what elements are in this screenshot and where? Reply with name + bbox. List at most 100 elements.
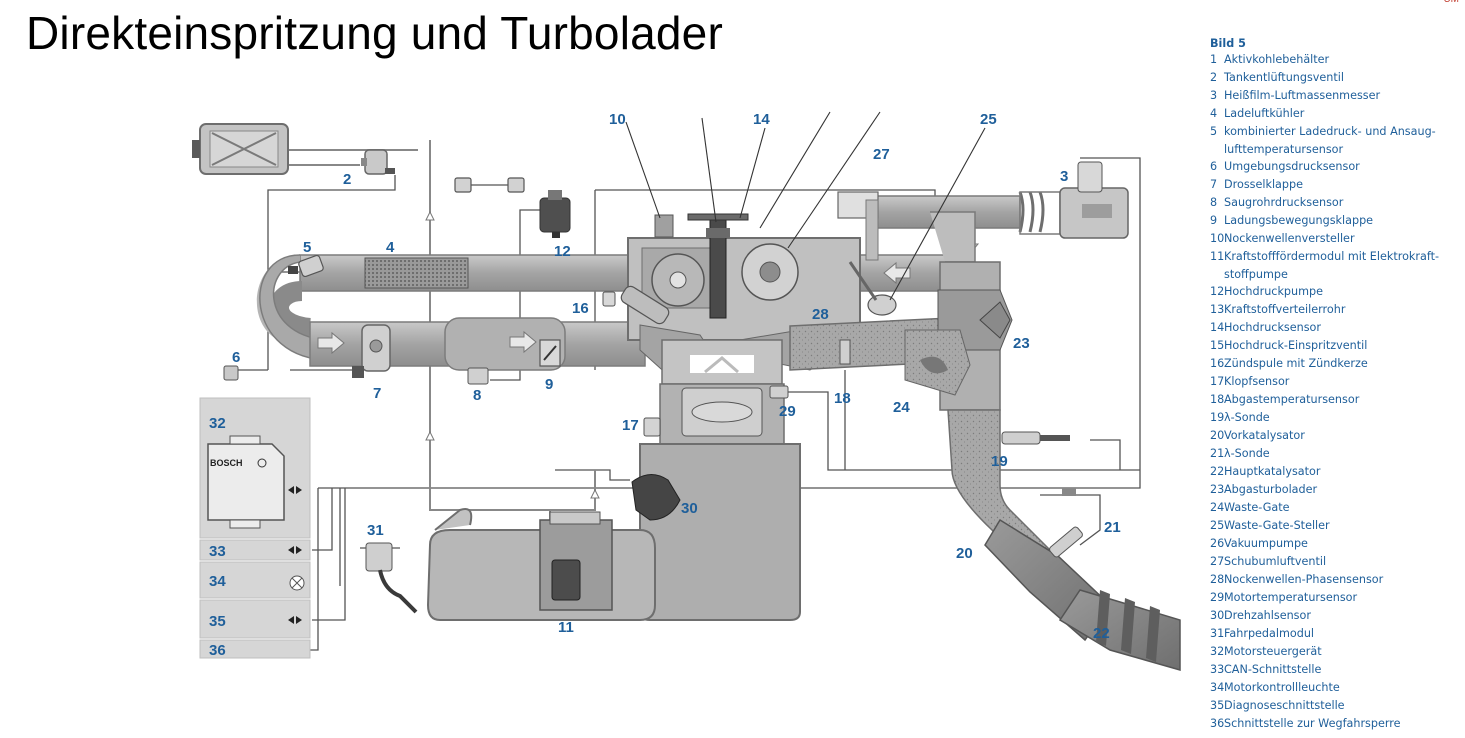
legend-item-number: 9	[1210, 214, 1218, 227]
label-32: 32	[209, 415, 226, 432]
knock-sensor	[643, 417, 661, 437]
label-31: 31	[367, 522, 384, 539]
legend-item-text: Kraftstofffördermodul mit Elektrokraft-s…	[1224, 250, 1440, 281]
legend-item-number: 33	[1210, 663, 1225, 676]
manifold-pressure-sensor	[467, 367, 489, 385]
legend-item-text: Abgasturbolader	[1224, 483, 1318, 496]
high-pressure-pump	[539, 190, 571, 238]
page-title: Direkteinspritzung und Turbolader	[26, 7, 723, 59]
legend-item-number: 25	[1210, 519, 1225, 532]
legend-item-text: Drosselklappe	[1224, 178, 1303, 191]
legend-item-number: 14	[1210, 321, 1225, 334]
label-7: 7	[373, 385, 381, 402]
legend-item-text: Abgastemperatursensor	[1224, 393, 1360, 406]
legend-item-text: Kraftstoffverteilerrohr	[1224, 303, 1346, 316]
legend-heading: Bild 5	[1210, 37, 1246, 50]
legend-item-text: Vakuumpumpe	[1224, 537, 1308, 550]
legend-item-number: 3	[1210, 89, 1218, 102]
label-14: 14	[753, 111, 770, 128]
label-16: 16	[572, 300, 589, 317]
legend-item-text: Waste-Gate-Steller	[1224, 519, 1330, 532]
legend-item-number: 17	[1210, 375, 1225, 388]
legend-item-number: 29	[1210, 591, 1225, 604]
legend-item-text: CAN-Schnittstelle	[1224, 663, 1322, 676]
ecu-connector-arrows	[288, 486, 302, 624]
label-25: 25	[980, 111, 997, 128]
legend-item-text: Hauptkatalysator	[1224, 465, 1321, 478]
label-33: 33	[209, 543, 226, 560]
air-mass-meter	[1059, 161, 1129, 239]
legend-item-number: 8	[1210, 196, 1218, 209]
legend-item-text: Motorkontrollleuchte	[1224, 681, 1340, 694]
boost-temp-sensor	[288, 254, 324, 278]
label-18: 18	[834, 390, 851, 407]
exhaust-system	[947, 409, 1181, 671]
crankshaft-sensor	[631, 474, 681, 521]
label-20: 20	[956, 545, 973, 562]
label-6: 6	[232, 349, 240, 366]
label-21: 21	[1104, 519, 1121, 536]
intercooler	[364, 257, 469, 289]
legend-item-number: 2	[1210, 71, 1218, 84]
diverter-valve	[837, 191, 879, 261]
legend-item-number: 34	[1210, 681, 1225, 694]
legend-item-text: Umgebungsdrucksensor	[1224, 160, 1360, 173]
legend-item-text: Klopfsensor	[1224, 375, 1290, 388]
legend-item-text: λ-Sonde	[1224, 411, 1270, 424]
legend-item-number: 6	[1210, 160, 1218, 173]
accelerator-pedal	[365, 542, 418, 614]
legend-item-number: 31	[1210, 627, 1225, 640]
callout-labels: 2 3 4 5 6 7 8 9 10 11 12 14 16 17 18 19 …	[209, 111, 1121, 659]
legend-item-number: 4	[1210, 107, 1218, 120]
legend-item-number: 26	[1210, 537, 1225, 550]
wastegate-actuator	[848, 261, 897, 316]
legend-item-number: 12	[1210, 285, 1225, 298]
fuel-tank	[426, 508, 656, 621]
label-3: 3	[1060, 168, 1068, 185]
injector-rail	[654, 213, 749, 319]
legend-item-text: Nockenwellen-Phasensensor	[1224, 573, 1384, 586]
engine-temp-sensor	[769, 385, 789, 399]
legend-item-number: 35	[1210, 699, 1225, 712]
legend-item-text: Fahrpedalmodul	[1224, 627, 1315, 640]
legend-item-text: Waste-Gate	[1224, 501, 1290, 514]
legend-item-number: 32	[1210, 645, 1225, 658]
label-24: 24	[893, 399, 910, 416]
legend-item-number: 18	[1210, 393, 1225, 406]
legend-item-number: 1	[1210, 53, 1218, 66]
legend-item-text: Hochdrucksensor	[1224, 321, 1321, 334]
ecu-panel	[199, 397, 311, 659]
label-22: 22	[1093, 625, 1110, 642]
legend-item-number: 36	[1210, 717, 1225, 730]
label-27: 27	[873, 146, 890, 163]
legend-item-number: 10	[1210, 232, 1225, 245]
legend-item-text: Hochdruckpumpe	[1224, 285, 1323, 298]
legend-item-text: kombinierter Ladedruck- und Ansaug-luftt…	[1224, 125, 1436, 156]
label-28: 28	[812, 306, 829, 323]
label-4: 4	[386, 239, 395, 256]
label-11: 11	[558, 619, 574, 636]
